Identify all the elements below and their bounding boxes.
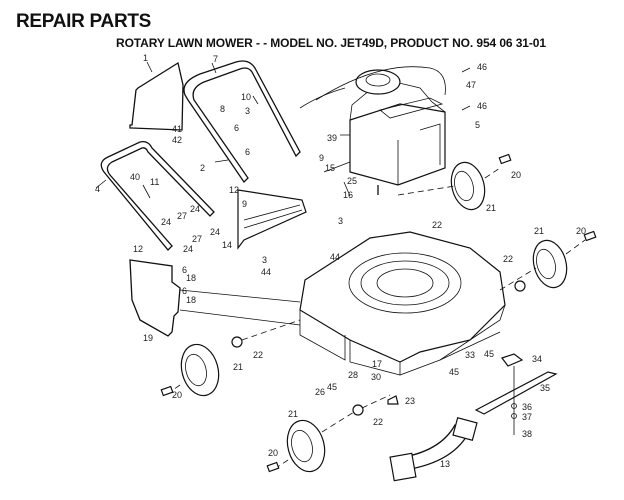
callout-40: 40 <box>130 172 140 182</box>
callout-27: 27 <box>192 234 202 244</box>
callout-1: 1 <box>143 53 148 63</box>
page-title: REPAIR PARTS <box>16 11 152 32</box>
callout-20: 20 <box>268 448 278 458</box>
callout-28: 28 <box>348 370 358 380</box>
blade-part <box>474 353 558 435</box>
callout-23: 23 <box>405 396 415 406</box>
callout-12: 12 <box>229 185 239 195</box>
callout-22: 22 <box>432 220 442 230</box>
rear-flap-part <box>237 189 307 250</box>
callout-46: 46 <box>477 62 487 72</box>
upper-handle-part <box>183 60 301 184</box>
callout-14: 14 <box>222 240 232 250</box>
callout-24: 24 <box>161 217 171 227</box>
callout-6: 6 <box>182 265 187 275</box>
callout-20: 20 <box>511 170 521 180</box>
callout-2: 2 <box>200 163 205 173</box>
callout-36: 36 <box>522 402 532 412</box>
callout-7: 7 <box>213 54 218 64</box>
callout-21: 21 <box>233 362 243 372</box>
callout-37: 37 <box>522 412 532 422</box>
callout-20: 20 <box>576 226 586 236</box>
callout-3: 3 <box>245 106 250 116</box>
callout-20: 20 <box>172 390 182 400</box>
callout-24: 24 <box>183 244 193 254</box>
handle-panel-part <box>129 61 184 131</box>
tag-part <box>387 395 399 405</box>
callout-6: 6 <box>234 123 239 133</box>
callout-19: 19 <box>143 333 153 343</box>
callout-42: 42 <box>172 135 182 145</box>
callout-45: 45 <box>484 349 494 359</box>
page-subtitle: ROTARY LAWN MOWER - - MODEL NO. JET49D, … <box>116 36 546 50</box>
grass-deflector-part <box>129 259 301 337</box>
callout-6: 6 <box>245 147 250 157</box>
callout-35: 35 <box>540 383 550 393</box>
wheel-front-right <box>499 230 597 292</box>
callout-41: 41 <box>172 124 182 134</box>
callout-13: 13 <box>440 459 450 469</box>
rear-chute-part <box>389 416 478 482</box>
callout-25: 25 <box>347 176 357 186</box>
callout-12: 12 <box>133 244 143 254</box>
lower-handle-part <box>100 140 215 251</box>
wheel-front-left <box>266 394 391 473</box>
callout-44: 44 <box>330 252 340 262</box>
callout-38: 38 <box>522 429 532 439</box>
callout-22: 22 <box>253 350 263 360</box>
callout-45: 45 <box>449 367 459 377</box>
callout-21: 21 <box>534 226 544 236</box>
callout-16: 16 <box>343 190 353 200</box>
wheel-rear-right <box>397 153 512 211</box>
engine-part <box>299 66 446 195</box>
callout-11: 11 <box>150 177 159 187</box>
callout-3: 3 <box>262 255 267 265</box>
callout-9: 9 <box>242 199 247 209</box>
callout-22: 22 <box>503 254 513 264</box>
callout-15: 15 <box>325 163 335 173</box>
callouts: 1 7 10 3 6 8 41 42 6 2 40 4 11 12 9 24 2… <box>95 53 586 469</box>
callout-6: 6 <box>182 286 187 296</box>
callout-27: 27 <box>177 211 187 221</box>
callout-21: 21 <box>288 409 298 419</box>
callout-9: 9 <box>319 153 324 163</box>
leader-lines <box>95 61 471 199</box>
callout-18: 18 <box>186 273 196 283</box>
callout-30: 30 <box>371 372 381 382</box>
callout-18: 18 <box>186 295 196 305</box>
callout-34: 34 <box>532 354 542 364</box>
callout-21: 21 <box>486 203 496 213</box>
callout-4: 4 <box>95 184 100 194</box>
callout-47: 47 <box>466 80 476 90</box>
callout-33: 33 <box>465 350 475 360</box>
callout-24: 24 <box>190 204 200 214</box>
callout-45: 45 <box>327 382 337 392</box>
callout-39: 39 <box>327 133 337 143</box>
callout-10: 10 <box>241 92 251 102</box>
callout-44: 44 <box>261 267 271 277</box>
callout-46: 46 <box>477 101 487 111</box>
callout-24: 24 <box>210 227 220 237</box>
wheel-rear-left <box>160 319 301 397</box>
callout-26: 26 <box>315 387 325 397</box>
callout-8: 8 <box>220 104 225 114</box>
callout-22: 22 <box>373 417 383 427</box>
callout-3: 3 <box>338 216 343 226</box>
mower-deck-part <box>299 231 506 376</box>
callout-5: 5 <box>475 120 480 130</box>
callout-17: 17 <box>372 359 382 369</box>
